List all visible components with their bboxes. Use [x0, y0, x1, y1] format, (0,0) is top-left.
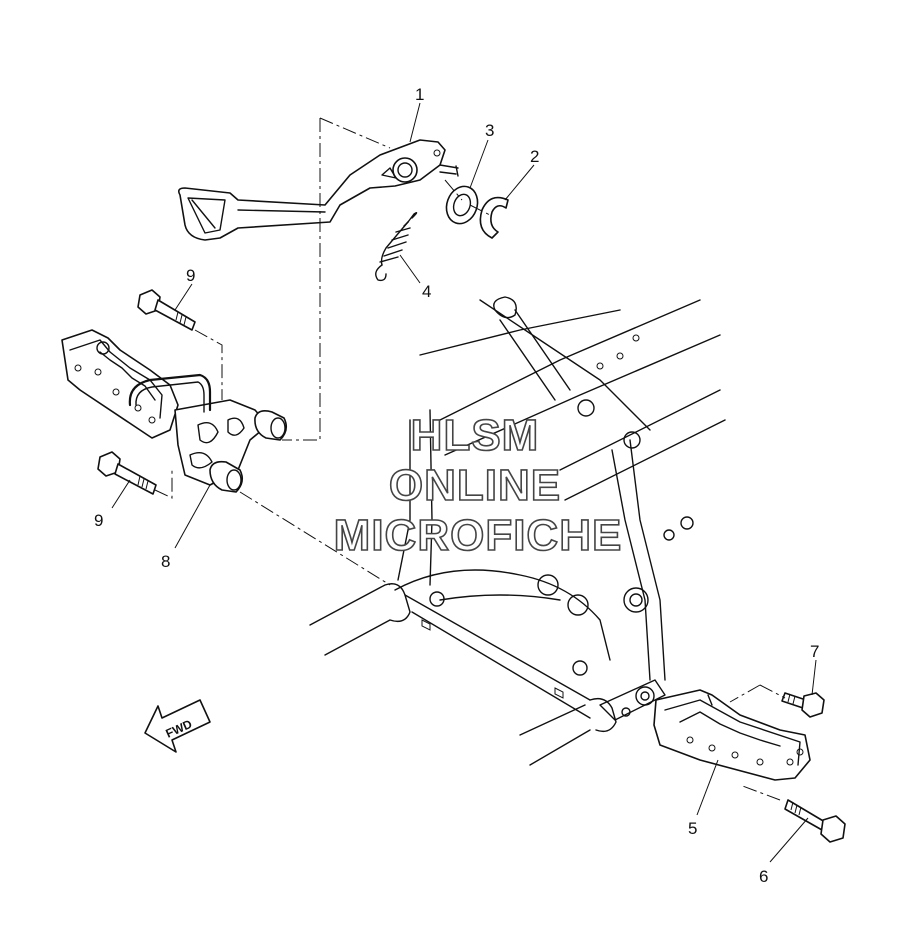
callouts: 1 2 3 4 5 6 7 8 9 9: [94, 85, 819, 886]
return-spring: [375, 211, 418, 282]
bolt-6: [784, 799, 846, 843]
callout-7: 7: [810, 642, 819, 661]
watermark-line-3: MICROFICHE: [334, 511, 623, 560]
callout-5: 5: [688, 819, 697, 838]
callout-6: 6: [759, 867, 768, 886]
bolt-upper-9: [137, 289, 196, 331]
frame: [309, 296, 726, 766]
callout-2: 2: [530, 147, 539, 166]
callout-4: 4: [422, 282, 431, 301]
right-footrest: [653, 689, 811, 781]
e-clip: [479, 196, 509, 239]
watermark: HLSM ONLINE MICROFICHE: [333, 410, 623, 561]
callout-8: 8: [161, 552, 170, 571]
watermark-line-2: ONLINE: [389, 461, 561, 510]
left-footrest-bracket: [61, 329, 288, 493]
fwd-arrow-icon: FWD: [144, 699, 211, 753]
brake-pedal: [178, 139, 459, 241]
leader-lines: [111, 102, 817, 863]
bolt-7: [781, 692, 825, 718]
watermark-line-1: HLSM: [411, 411, 540, 460]
alignment-lines: [154, 117, 786, 801]
callout-9-lower: 9: [94, 511, 103, 530]
bolt-lower-9: [97, 451, 157, 495]
callout-9-upper: 9: [186, 266, 195, 285]
callout-1: 1: [415, 85, 424, 104]
callout-3: 3: [485, 121, 494, 140]
washer: [445, 185, 479, 225]
